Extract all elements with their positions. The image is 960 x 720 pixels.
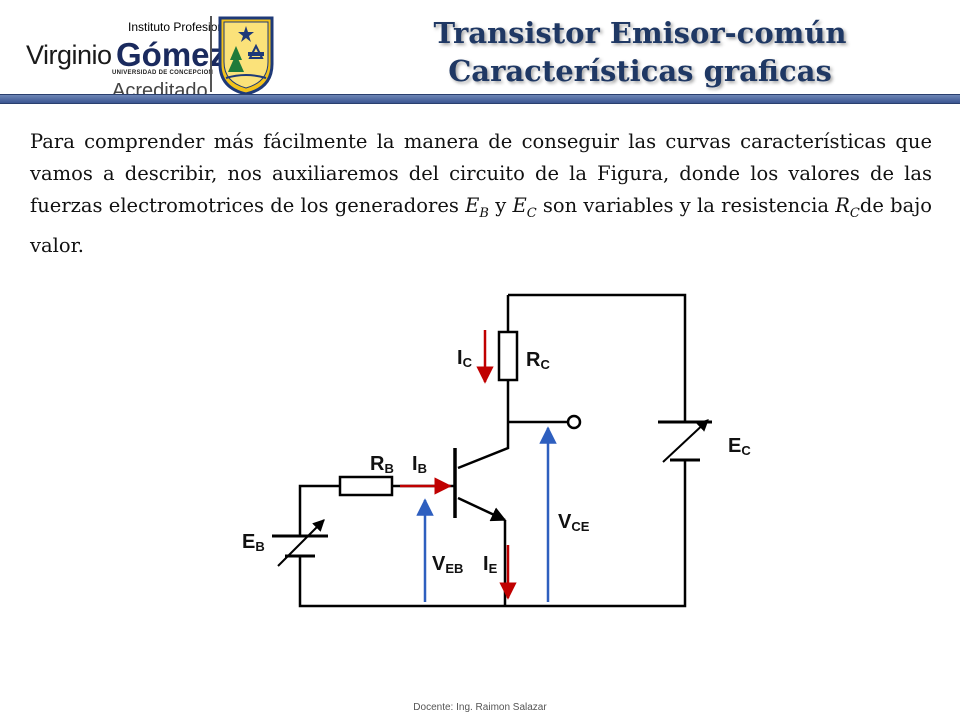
logo-divider xyxy=(210,16,212,92)
label-vce: VCE xyxy=(558,511,590,534)
label-ie: IE xyxy=(483,553,498,576)
header-rule xyxy=(0,94,960,104)
battery-eb-variable xyxy=(277,519,325,567)
wire-top xyxy=(508,293,687,422)
slide-title: Transistor Emisor-común Características … xyxy=(330,14,950,90)
label-rc: RC xyxy=(526,349,550,372)
institution-logo: Instituto Profesional Virginio Gómez UNI… xyxy=(8,8,274,102)
paragraph-part-1: Para comprender más fácilmente la manera… xyxy=(30,130,932,217)
symbol-rc-sub: C xyxy=(849,205,860,221)
transistor-collector xyxy=(457,422,510,470)
logo-instituto-text: Instituto Profesional xyxy=(128,20,234,34)
symbol-eb-main: E xyxy=(465,194,480,217)
battery-eb xyxy=(272,519,328,567)
footer-credit: Docente: Ing. Raimon Salazar xyxy=(413,702,547,713)
resistor-rc xyxy=(497,330,519,382)
symbol-eb: EB xyxy=(465,194,489,221)
symbol-ec-sub: C xyxy=(526,205,537,221)
label-ec: EC xyxy=(728,435,751,458)
transistor-emitter xyxy=(457,496,507,522)
logo-universidad-text: UNIVERSIDAD DE CONCEPCION xyxy=(112,70,214,76)
symbol-rc: RC xyxy=(835,194,860,221)
symbol-rc-main: R xyxy=(835,194,850,217)
battery-ec xyxy=(658,419,712,463)
logo-virginio-text: Virginio xyxy=(26,40,112,70)
symbol-ec: EC xyxy=(512,194,536,221)
resistor-rb xyxy=(338,475,394,497)
crest-icon xyxy=(218,16,274,96)
paragraph-part-2: son variables y la resistencia xyxy=(536,194,836,217)
paragraph-and: y xyxy=(488,194,513,217)
label-ib: IB xyxy=(412,453,427,476)
body-paragraph: Para comprender más fácilmente la manera… xyxy=(30,126,932,262)
wire-base-left xyxy=(298,484,340,536)
battery-ec-variable xyxy=(662,419,709,463)
title-line-1: Transistor Emisor-común xyxy=(433,16,847,50)
label-eb: EB xyxy=(242,531,265,554)
symbol-eb-sub: B xyxy=(479,205,489,221)
label-rb: RB xyxy=(370,453,394,476)
symbol-ec-main: E xyxy=(512,194,527,217)
label-ic: IC xyxy=(457,347,473,370)
wire-bottom xyxy=(298,460,687,608)
title-line-2: Características graficas xyxy=(448,54,832,88)
logo-gomez-text: Gómez xyxy=(116,36,227,73)
paragraph-part-3: de bajo valor. xyxy=(30,194,932,257)
vce-terminal xyxy=(566,414,582,430)
label-veb: VEB xyxy=(432,553,463,576)
